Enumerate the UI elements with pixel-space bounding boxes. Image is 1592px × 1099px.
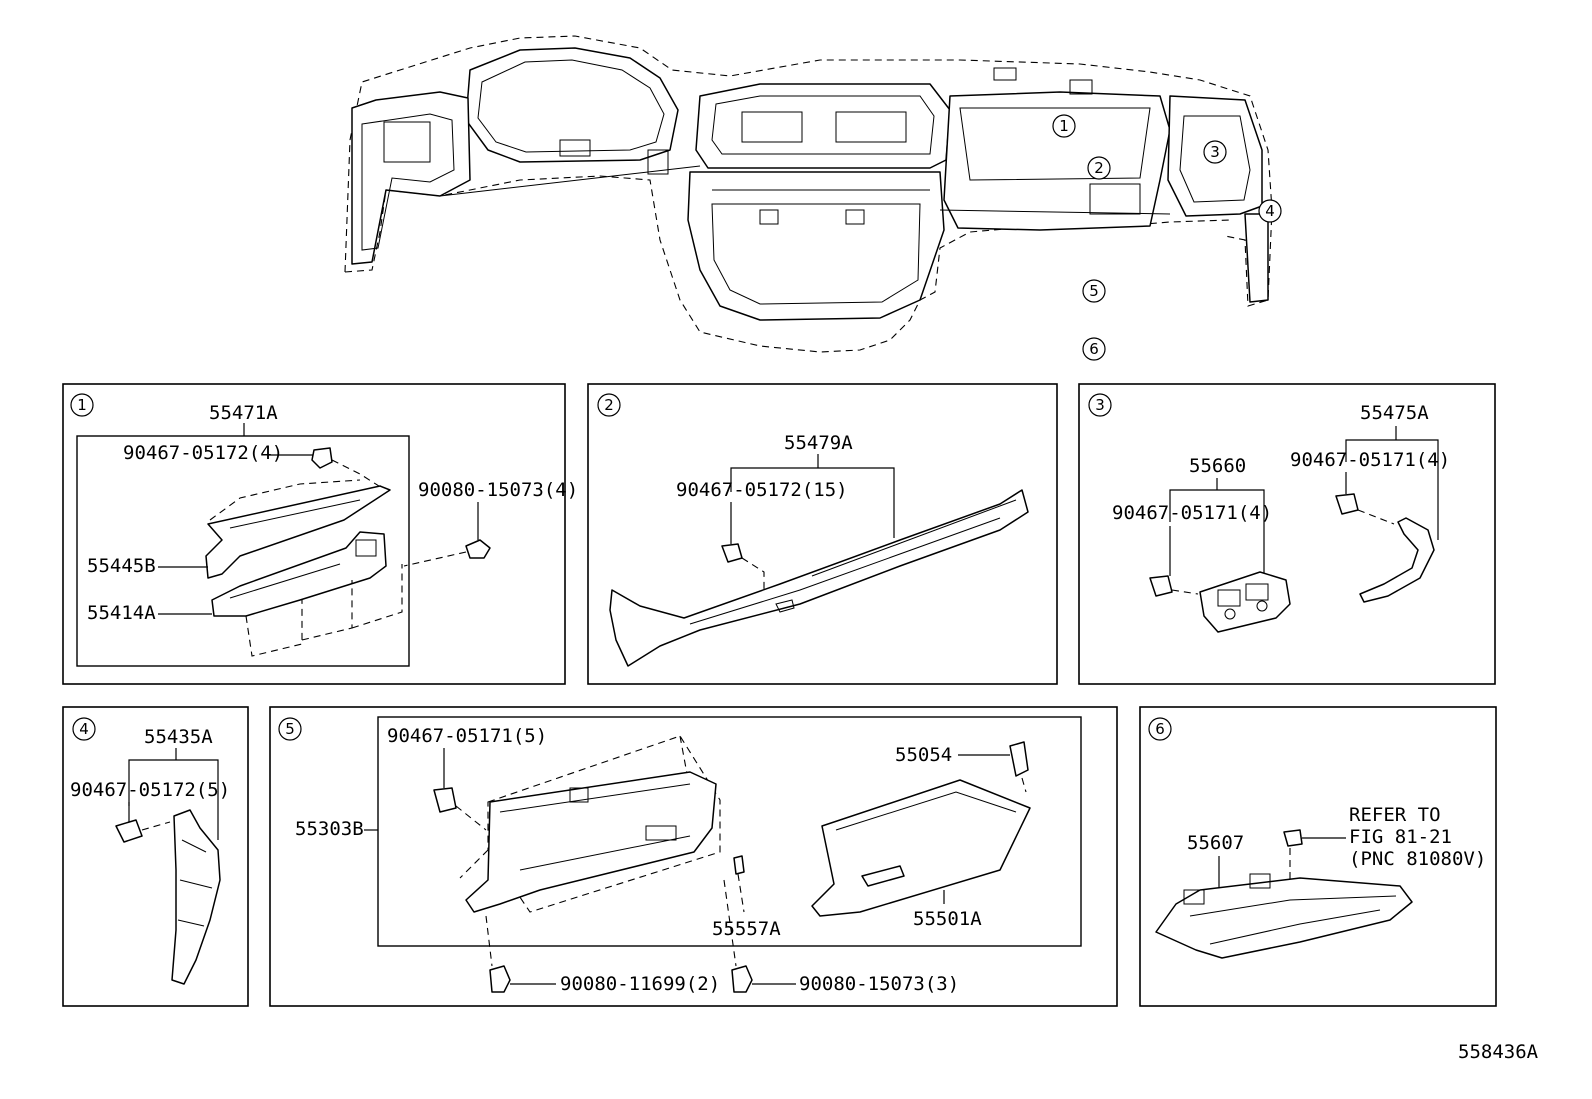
svg-text:5: 5 xyxy=(1089,282,1099,300)
part-90467-05172-4: 90467-05172(4) xyxy=(123,442,283,464)
dashboard-overview: 1 2 3 4 5 6 xyxy=(344,35,1282,361)
svg-text:1: 1 xyxy=(77,396,87,414)
refer-line-3: (PNC 81080V) xyxy=(1349,848,1486,870)
svg-text:4: 4 xyxy=(79,720,89,738)
panel-4: 4 55435A 90467-05172(5) xyxy=(62,706,249,1007)
callout-4: 4 xyxy=(1258,199,1282,223)
part-90467-05172-15: 90467-05172(15) xyxy=(676,479,848,501)
part-55660: 55660 xyxy=(1189,455,1246,477)
part-55414A: 55414A xyxy=(87,602,156,624)
callout-1: 1 xyxy=(1052,114,1076,138)
svg-text:6: 6 xyxy=(1155,720,1165,738)
panel-5: 5 90467-05171(5) 55303B 55557A 55054 555… xyxy=(269,706,1118,1007)
svg-text:1: 1 xyxy=(1059,117,1069,135)
part-55445B: 55445B xyxy=(87,555,156,577)
diagram-id: 558436A xyxy=(1458,1041,1539,1063)
refer-line-1: REFER TO xyxy=(1349,804,1441,826)
refer-line-2: FIG 81-21 xyxy=(1349,826,1452,848)
part-90080-15073-3: 90080-15073(3) xyxy=(799,973,959,995)
svg-text:2: 2 xyxy=(1094,159,1104,177)
callout-2: 2 xyxy=(1087,156,1111,180)
callout-5: 5 xyxy=(1082,279,1106,303)
callout-3: 3 xyxy=(1203,140,1227,164)
panel-1: 1 55471A 90467-05172(4) 55445B 55414A 90… xyxy=(62,383,578,685)
part-90467-05171-4-left: 90467-05171(4) xyxy=(1112,502,1272,524)
svg-text:6: 6 xyxy=(1089,340,1099,358)
svg-text:4: 4 xyxy=(1265,202,1275,220)
part-55479A: 55479A xyxy=(784,432,853,454)
svg-text:3: 3 xyxy=(1210,143,1220,161)
callout-6: 6 xyxy=(1082,337,1106,361)
part-55471A: 55471A xyxy=(209,402,278,424)
part-90467-05171-4-right: 90467-05171(4) xyxy=(1290,449,1450,471)
part-55475A: 55475A xyxy=(1360,402,1429,424)
part-55435A: 55435A xyxy=(144,726,213,748)
part-55501A: 55501A xyxy=(913,908,982,930)
panel-6: 6 REFER TO FIG 81-21 (PNC 81080V) 55607 xyxy=(1139,706,1497,1007)
panel-2: 2 55479A 90467-05172(15) xyxy=(587,383,1058,685)
part-55303B: 55303B xyxy=(295,818,364,840)
svg-text:2: 2 xyxy=(604,396,614,414)
part-55054: 55054 xyxy=(895,744,952,766)
svg-text:5: 5 xyxy=(285,720,295,738)
part-55557A: 55557A xyxy=(712,918,781,940)
part-90080-11699-2: 90080-11699(2) xyxy=(560,973,720,995)
part-55607: 55607 xyxy=(1187,832,1244,854)
part-90080-15073-4: 90080-15073(4) xyxy=(418,479,578,501)
part-90467-05171-5: 90467-05171(5) xyxy=(387,725,547,747)
svg-text:3: 3 xyxy=(1095,396,1105,414)
part-90467-05172-5: 90467-05172(5) xyxy=(70,779,230,801)
panel-3: 3 55475A 90467-05171(4) 55660 90467-0517… xyxy=(1078,383,1496,685)
